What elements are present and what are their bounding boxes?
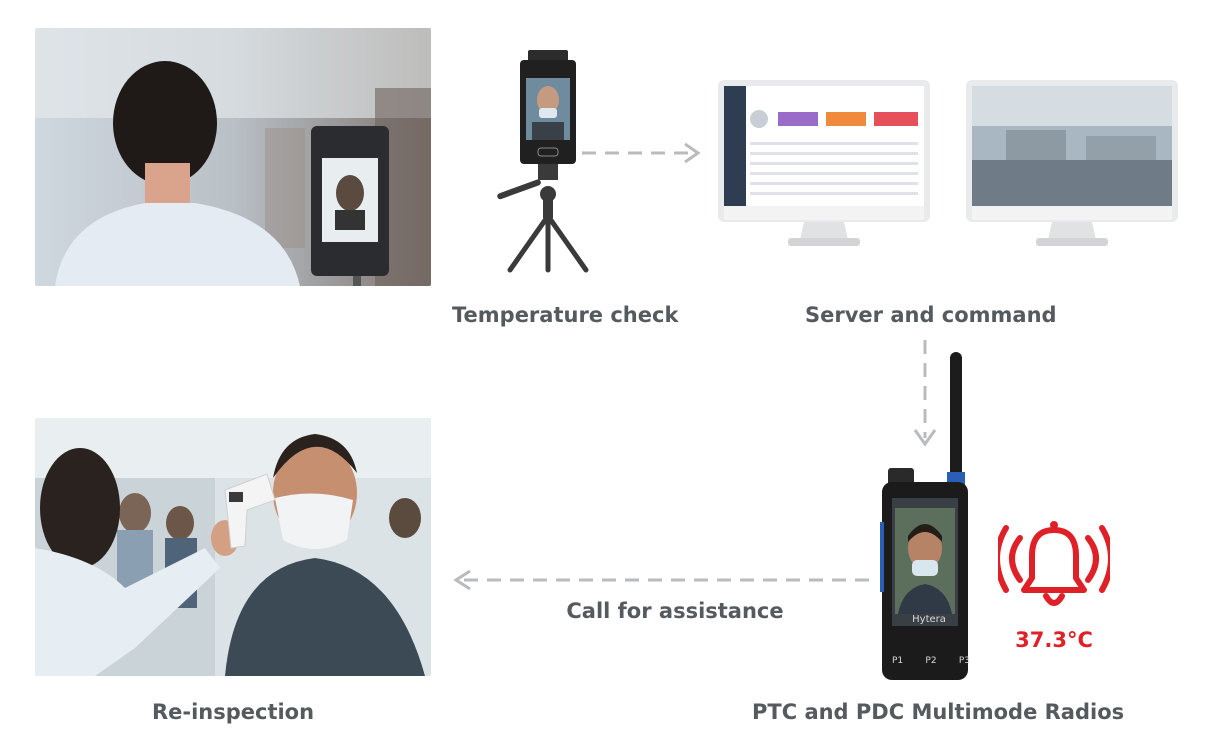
radios-label: PTC and PDC Multimode Radios	[752, 700, 1125, 724]
reinspection-photo	[35, 418, 431, 676]
camera-feed-monitor	[966, 80, 1178, 252]
temperature-check-label: Temperature check	[452, 303, 679, 327]
arrow-to-server	[582, 142, 701, 164]
alarm-bell-icon	[998, 521, 1110, 606]
multimode-radio	[878, 352, 973, 682]
temperature-alarm-value: 37.3°C	[1015, 628, 1093, 652]
p2-key[interactable]: P2	[925, 656, 937, 666]
radio-keypad: P1 P2 P3	[892, 656, 970, 666]
arrow-to-radio	[913, 340, 937, 447]
p1-key[interactable]: P1	[892, 656, 904, 666]
p3-key[interactable]: P3	[958, 656, 970, 666]
server-command-label: Server and command	[805, 303, 1057, 327]
dashboard-monitor	[718, 80, 930, 252]
call-assistance-label: Call for assistance	[566, 599, 784, 623]
airport-temperature-scan-photo	[35, 28, 431, 286]
reinspection-label: Re-inspection	[151, 700, 315, 724]
radio-brand-label: Hytera	[912, 614, 946, 625]
temperature-terminal-device	[490, 48, 600, 273]
arrow-to-reinspection	[453, 569, 876, 591]
